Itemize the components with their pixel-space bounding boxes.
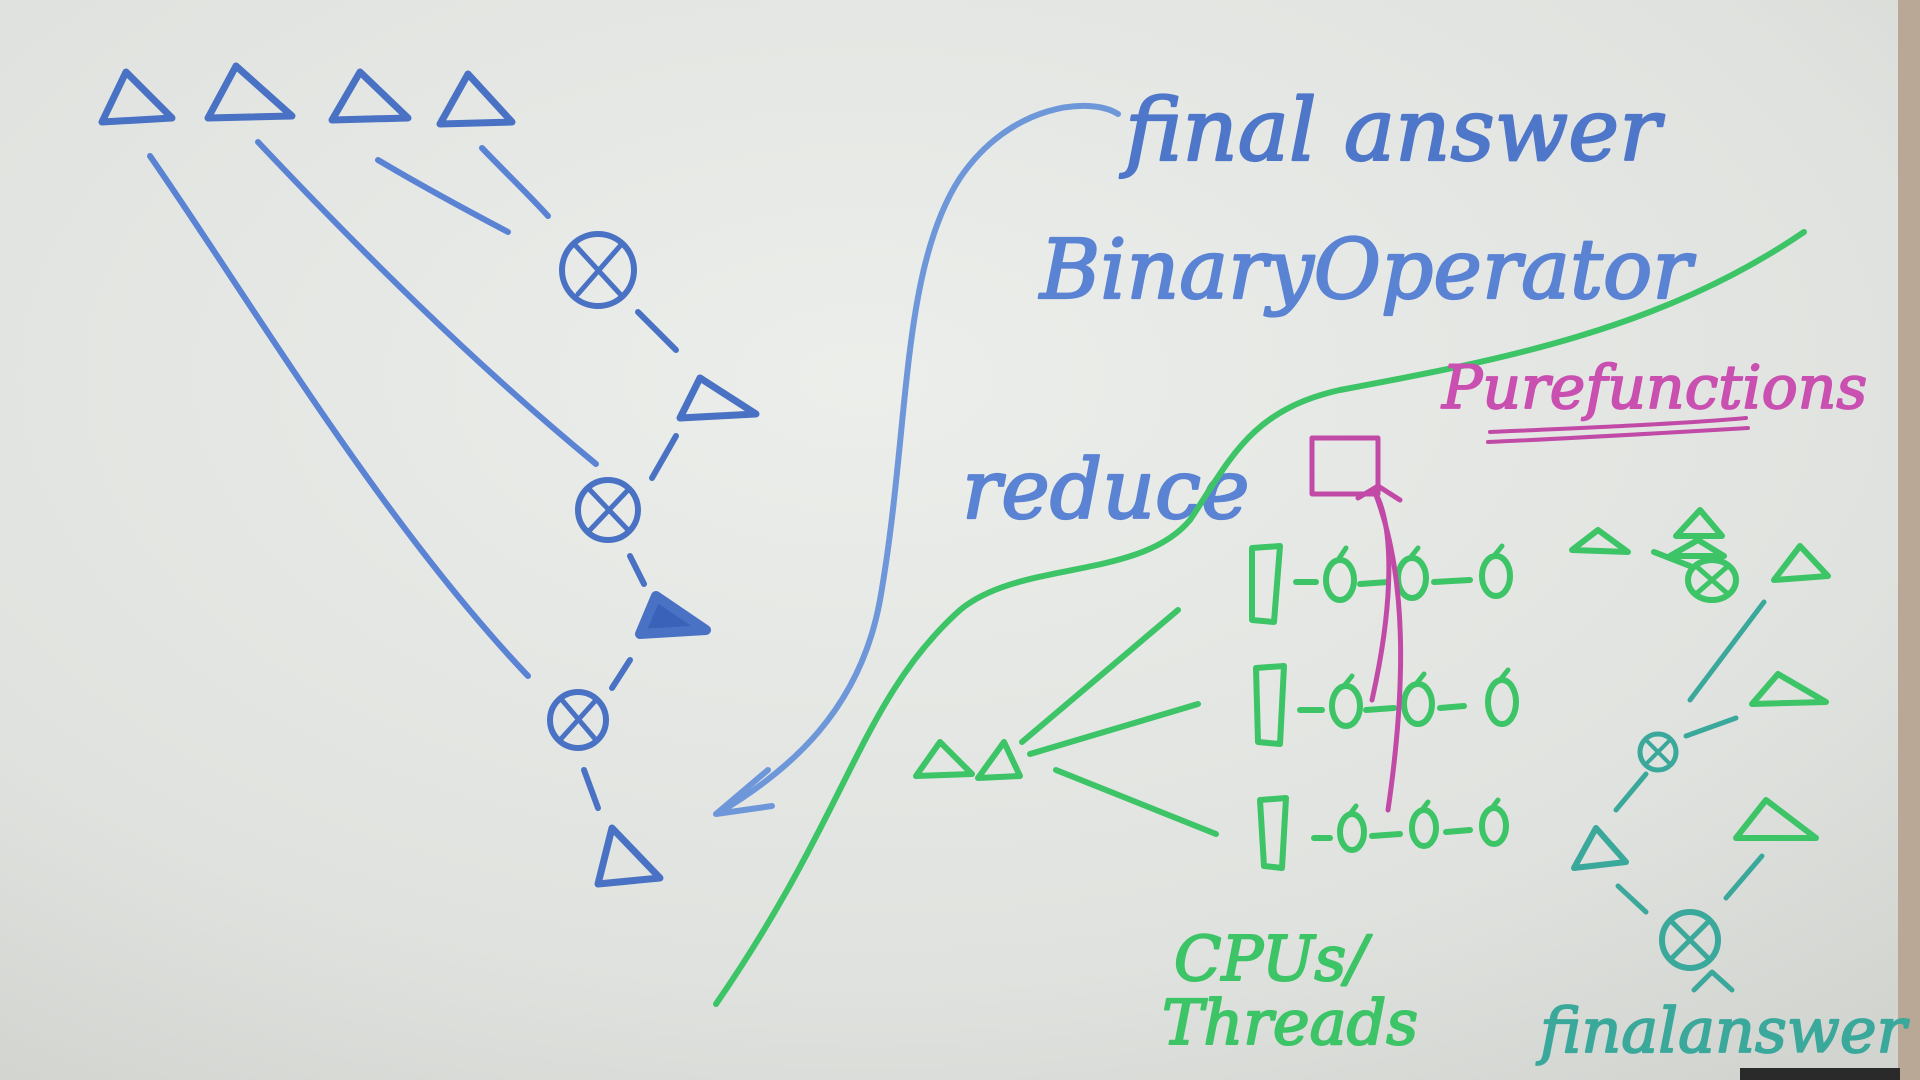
connector-line: [479, 145, 551, 219]
cpus-label: CPUs/: [1174, 922, 1372, 995]
triangle-icon: [328, 68, 412, 124]
reduce-label: reduce: [962, 443, 1249, 538]
connector-line: [1723, 853, 1765, 901]
connector-line: [375, 157, 511, 235]
triangle-icon: [204, 62, 296, 122]
connector-line: [255, 139, 599, 467]
circled-x-operator-icon: [575, 477, 641, 543]
connector-line: [581, 767, 601, 811]
thread-chain-3: [1257, 795, 1509, 871]
triangle-icon: [975, 739, 1023, 781]
bracket-icon: [1249, 543, 1283, 625]
board-frame-bottom: [1740, 1068, 1900, 1080]
arrow-head-icon: [713, 767, 775, 817]
threads-label: Threads: [1162, 986, 1418, 1059]
tree-reduce-diagram: [1571, 599, 1767, 993]
final-answer-label: final answer: [1119, 81, 1665, 181]
pink-arrow-line: [1369, 495, 1392, 703]
triangle-icon: [913, 739, 975, 779]
triangle-icon: [436, 70, 516, 128]
arrow-curve: [717, 102, 1121, 815]
connector-line: [635, 309, 679, 353]
connector-line: [609, 657, 633, 691]
thread-chain-1: [1249, 543, 1513, 625]
triangle-icon: [594, 824, 664, 888]
pure-functions-annotation: [1309, 416, 1750, 813]
connector-line: [1687, 599, 1767, 703]
connector-line: [1053, 767, 1219, 837]
circled-x-operator-icon: [1659, 909, 1721, 971]
final-answer-arrow: [713, 102, 1121, 817]
connector-line: [1019, 607, 1181, 745]
triangle-icon: [98, 68, 176, 126]
underline: [1486, 426, 1750, 444]
triangle-icon: [1771, 543, 1831, 583]
sequential-reduce-diagram: [98, 62, 760, 888]
underline: [1488, 416, 1748, 434]
triangle-icon: [1749, 671, 1829, 707]
triangle-icon: [1673, 507, 1725, 539]
bracket-icon: [1257, 795, 1289, 871]
divider-curve: [713, 229, 1807, 1007]
triangle-icon: [676, 374, 760, 422]
bracket-icon: [1253, 663, 1287, 747]
board-frame-right: [1898, 0, 1920, 1080]
connector-line: [649, 433, 679, 481]
circled-x-operator-icon: [559, 231, 637, 309]
circled-x-operator-icon: [547, 689, 609, 751]
triangle-icon: [1691, 969, 1735, 993]
triangle-icon: [1569, 527, 1631, 555]
triangle-icon: [1571, 825, 1629, 871]
connector-line: [1651, 549, 1693, 569]
connector-line: [1027, 701, 1201, 757]
thread-chain-2: [1253, 663, 1519, 747]
triangle-icon: [1667, 537, 1727, 559]
connector-line: [1615, 883, 1649, 915]
circled-x-operator-icon: [1685, 557, 1739, 603]
final-answer-bottom-label: finalanswer: [1536, 994, 1910, 1067]
pink-arrow-head-icon: [1355, 483, 1403, 503]
connector-line: [1613, 771, 1649, 813]
connector-line: [1683, 715, 1739, 739]
circled-x-operator-icon: [1637, 731, 1679, 773]
connector-line: [147, 153, 531, 679]
parallel-reduce-diagram: [713, 229, 1831, 1007]
accumulator-box-icon: [1309, 435, 1381, 497]
connector-line: [627, 553, 647, 587]
pure-functions-label: Purefunctions: [1441, 353, 1867, 423]
triangle-icon: [1733, 797, 1819, 841]
triangle-icon-bold: [635, 591, 711, 639]
binary-operator-label: BinaryOperator: [1038, 223, 1696, 318]
